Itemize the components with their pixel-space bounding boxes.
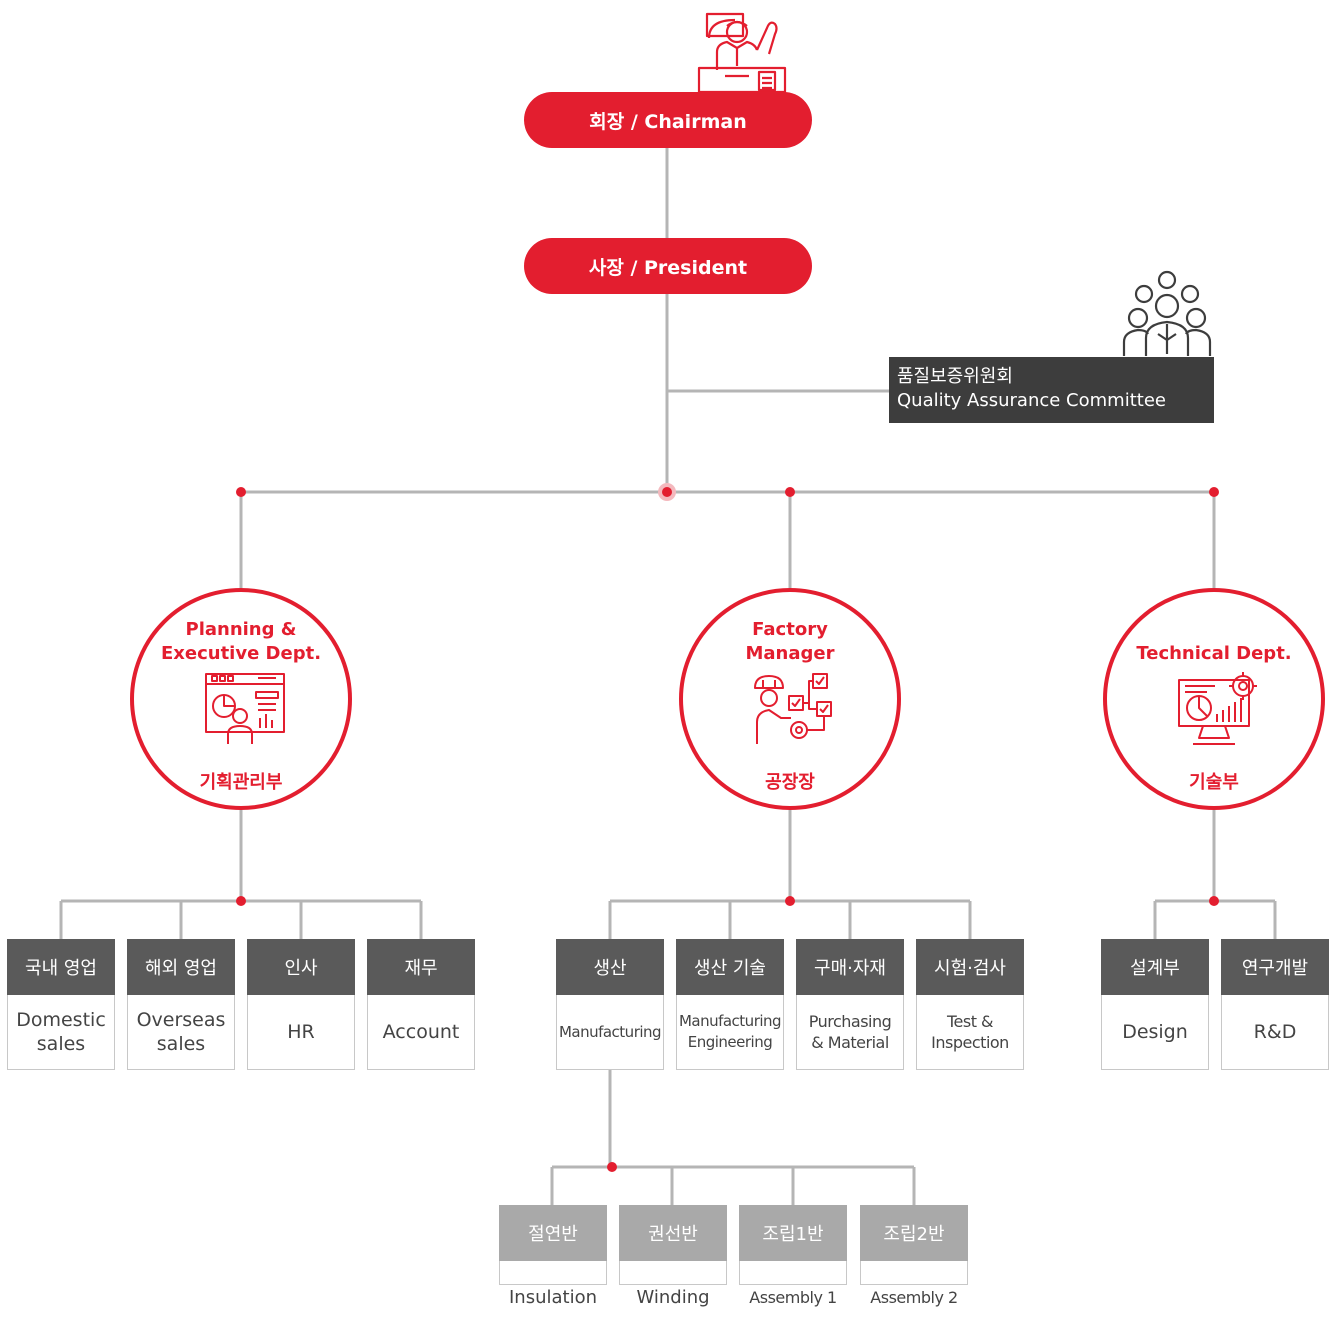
unit-header: 재무 [367,939,475,995]
dept-technical-title: Technical Dept. [1107,618,1321,666]
unit-overseas-sales: 해외 영업 Overseas sales [127,939,235,1070]
team-label: Winding [636,1287,710,1308]
unit-rnd: 연구개발 R&D [1221,939,1329,1070]
qa-committee-box: 품질보증위원회 Quality Assurance Committee [889,357,1214,423]
unit-design: 설계부 Design [1101,939,1209,1070]
chairman-label: 회장 / Chairman [589,110,747,133]
unit-label: Account [382,1021,460,1043]
unit-header: 시험·검사 [916,939,1024,995]
team-assembly-1: 조립1반 Assembly 1 [739,1205,847,1307]
unit-account: 재무 Account [367,939,475,1070]
unit-test-inspection: 시험·검사 Test & Inspection [916,939,1024,1070]
president-label: 사장 / President [588,256,748,279]
unit-label: Purchasing & Material [808,1012,892,1052]
president-box: 사장 / President [524,238,812,294]
unit-header: 연구개발 [1221,939,1329,995]
team-winding: 권선반 Winding [619,1205,727,1308]
unit-header: 해외 영업 [127,939,235,995]
unit-label: HR [287,1021,315,1043]
dept-planning-title: Planning & Executive Dept. [134,618,348,666]
team-header: 권선반 [619,1205,727,1261]
team-label: Assembly 2 [870,1288,958,1307]
team-header: 조립2반 [860,1205,968,1261]
unit-label: Manufacturing [558,1022,662,1041]
unit-label: Manufacturing Engineering [678,1012,782,1051]
unit-label: Design [1122,1021,1188,1043]
dept-technical: Technical Dept. 기술부 [1103,588,1325,810]
dept-technical-en-1 [1107,618,1321,642]
dept-factory-title: Factory Manager [683,618,897,666]
unit-domestic-sales: 국내 영업 Domestic sales [7,939,115,1070]
unit-manufacturing: 생산 Manufacturing [556,939,664,1070]
dept-factory-en-1: Factory [752,619,828,640]
team-label: Insulation [508,1287,597,1308]
team-header: 조립1반 [739,1205,847,1261]
dept-factory: Factory Manager 공장장 [679,588,901,810]
team-assembly-2: 조립2반 Assembly 2 [860,1205,968,1307]
unit-header: 국내 영업 [7,939,115,995]
qa-committee-en: Quality Assurance Committee [897,390,1166,411]
planning-icon [205,673,285,744]
team-label: Assembly 1 [749,1288,837,1307]
dept-planning-ko: 기획관리부 [199,772,283,793]
unit-hr: 인사 HR [247,939,355,1070]
unit-manufacturing-engineering: 생산 기술 Manufacturing Engineering [676,939,784,1070]
unit-label: Test & Inspection [931,1012,1009,1052]
unit-header: 생산 [556,939,664,995]
dept-factory-en-2: Manager [745,643,835,664]
committee-icon [1122,270,1212,356]
team-header: 절연반 [499,1205,607,1261]
dept-planning-en-1: Planning & [185,619,297,640]
unit-label: R&D [1253,1021,1297,1043]
unit-purchasing-material: 구매·자재 Purchasing & Material [796,939,904,1070]
dept-factory-ko: 공장장 [765,772,815,793]
unit-header: 구매·자재 [796,939,904,995]
unit-label: Domestic sales [16,1009,106,1055]
unit-header: 설계부 [1101,939,1209,995]
dept-planning: Planning & Executive Dept. 기획관리부 [130,588,352,810]
chairman-box: 회장 / Chairman [524,92,812,148]
dept-planning-en-2: Executive Dept. [160,643,322,664]
unit-label: Overseas sales [136,1009,226,1055]
team-insulation: 절연반 Insulation [499,1205,607,1308]
unit-header: 생산 기술 [676,939,784,995]
chairman-icon [697,12,787,94]
dept-technical-en-2: Technical Dept. [1136,643,1292,664]
qa-committee-ko: 품질보증위원회 [897,366,1013,387]
dept-technical-ko: 기술부 [1189,772,1239,793]
factory-icon [754,673,832,744]
unit-header: 인사 [247,939,355,995]
technical-icon [1178,672,1257,745]
